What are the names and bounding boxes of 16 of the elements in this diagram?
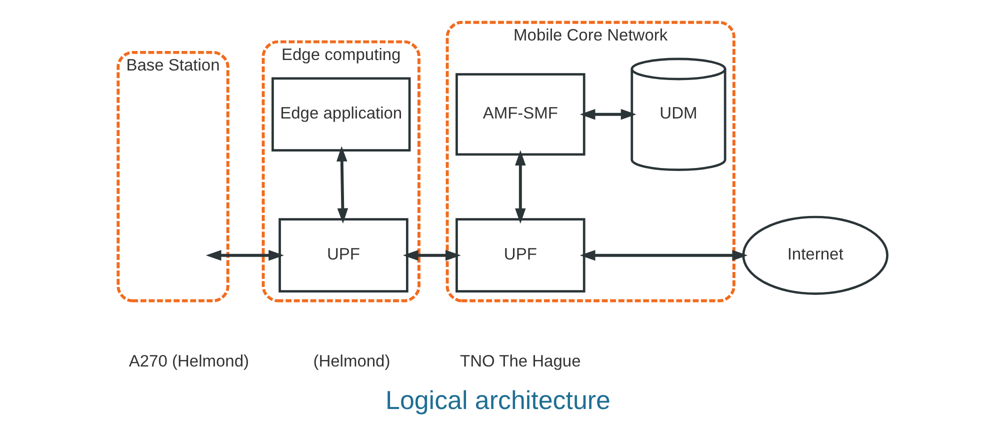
arrow xyxy=(515,150,526,224)
arrow xyxy=(580,250,748,261)
node-label: A270 (Helmond) xyxy=(128,352,250,370)
node-box: UPF xyxy=(278,218,408,292)
node-box: Edge application xyxy=(272,77,411,152)
node-box: Base Station xyxy=(116,50,230,302)
node-box: AMF-SMF xyxy=(456,73,586,156)
arrow xyxy=(402,250,461,261)
arrow xyxy=(580,109,636,120)
node-label: (Helmond) xyxy=(313,352,390,370)
arrow xyxy=(336,146,348,224)
node-ellipse: Internet xyxy=(742,216,888,295)
node-box: UPF xyxy=(456,218,586,292)
caption: Logical architecture xyxy=(386,386,610,415)
arrow xyxy=(206,250,284,261)
node-label: TNO The Hague xyxy=(460,352,581,370)
